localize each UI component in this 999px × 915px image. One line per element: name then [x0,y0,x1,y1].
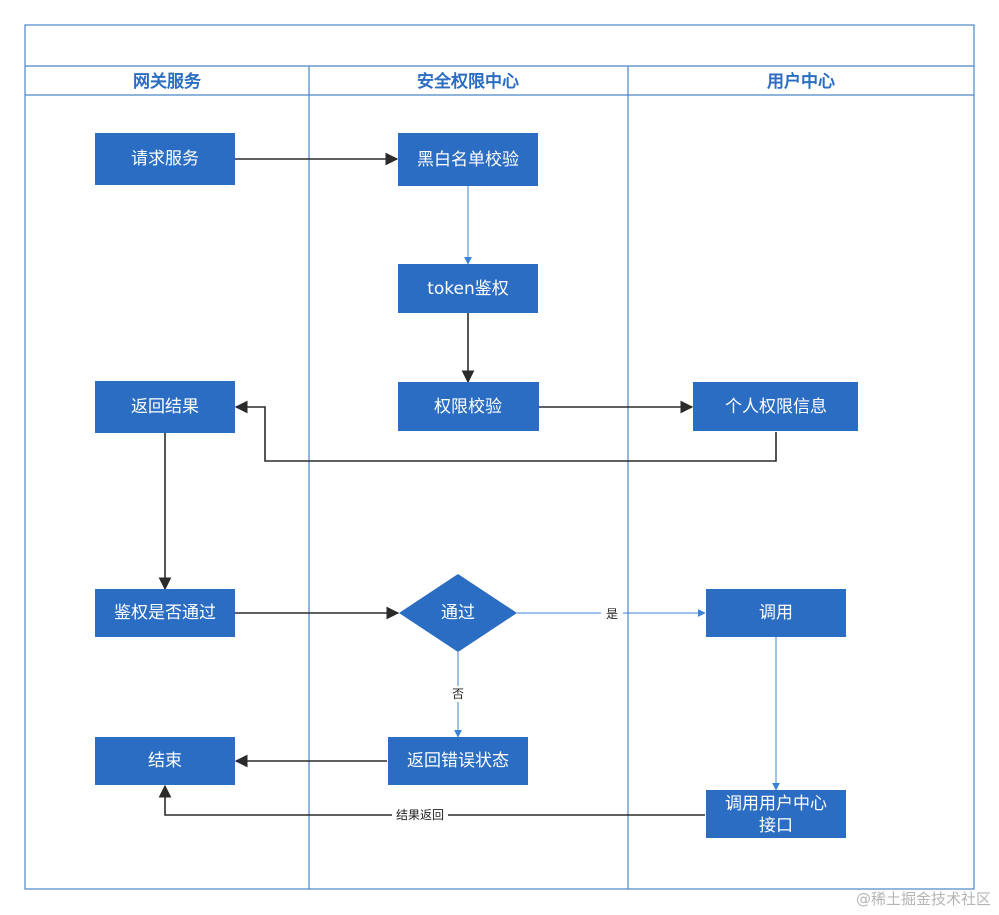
node-request-service: 请求服务 [95,133,235,185]
edge-api-to-end [158,784,705,816]
node-auth-passed-check: 鉴权是否通过 [95,589,235,637]
node-return-result: 返回结果 [95,381,235,433]
svg-text:通过: 通过 [441,603,475,623]
svg-text:接口: 接口 [759,816,793,836]
node-invoke: 调用 [706,589,846,637]
node-return-error-status: 返回错误状态 [388,737,528,785]
pool-frame [24,24,975,890]
node-permission-check: 权限校验 [398,382,539,431]
edge-label-result-return: 结果返回 [396,808,444,822]
svg-text:权限校验: 权限校验 [434,397,502,417]
svg-text:返回错误状态: 返回错误状态 [407,751,509,771]
edges [158,152,780,816]
edge-label-no: 否 [452,687,464,701]
svg-text:结束: 结束 [148,751,182,771]
node-end: 结束 [95,737,235,785]
svg-text:调用用户中心: 调用用户中心 [725,794,827,814]
node-invoke-user-center-api: 调用用户中心 接口 [706,790,846,838]
svg-text:token鉴权: token鉴权 [427,279,509,299]
node-passed-decision: 通过 [399,574,517,652]
edge-personal-info-to-return-result [234,400,777,462]
node-token-auth: token鉴权 [398,264,538,313]
svg-text:返回结果: 返回结果 [131,397,199,417]
lane-title-gateway: 网关服务 [133,71,202,92]
svg-text:请求服务: 请求服务 [131,149,199,169]
watermark: @稀土掘金技术社区 [855,890,991,908]
node-personal-permission-info: 个人权限信息 [693,382,858,431]
svg-text:个人权限信息: 个人权限信息 [725,397,827,417]
lane-title-security: 安全权限中心 [417,71,519,92]
svg-text:鉴权是否通过: 鉴权是否通过 [114,603,216,623]
svg-text:调用: 调用 [759,603,793,623]
node-blacklist-check: 黑白名单校验 [398,133,538,186]
lane-title-user: 用户中心 [767,71,835,92]
svg-text:黑白名单校验: 黑白名单校验 [417,150,519,170]
edge-label-yes: 是 [606,607,618,621]
